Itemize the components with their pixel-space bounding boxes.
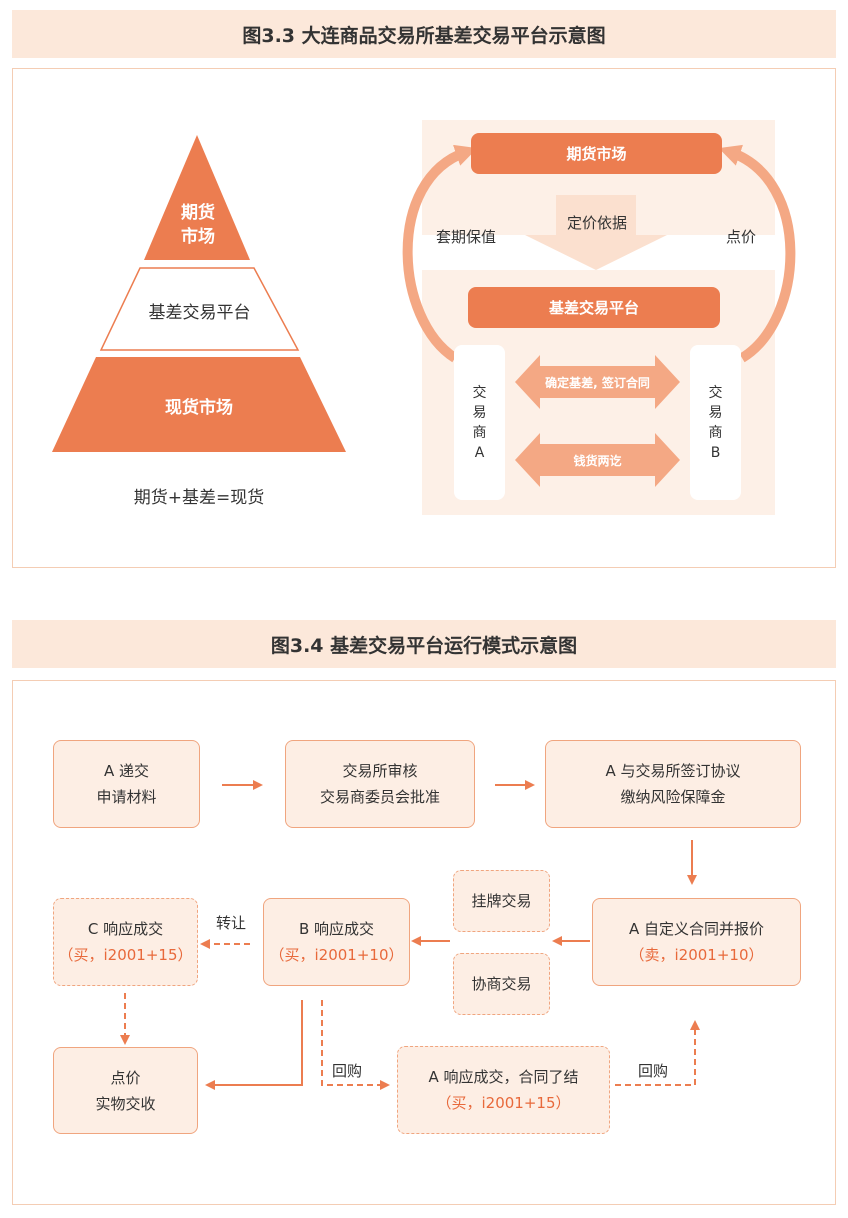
figure-3-3-title: 图3.3 大连商品交易所基差交易平台示意图 — [12, 10, 836, 58]
pricing-basis-arrow — [525, 195, 667, 270]
agreement-box: A 与交易所签订协议 缴纳风险保障金 — [545, 740, 801, 828]
pyramid-middle-label: 基差交易平台 — [148, 302, 251, 323]
b-response-line2: （买，i2001+10） — [269, 946, 404, 964]
delivery-line1: 点价 — [110, 1068, 141, 1087]
platform-bar: 基差交易平台 — [468, 287, 720, 328]
b-response-line1: B 响应成交 — [298, 920, 375, 938]
delivery-box: 点价 实物交收 — [53, 1047, 198, 1134]
trader-a-box: 交易商A — [454, 345, 505, 500]
review-line2: 交易商委员会批准 — [319, 788, 440, 806]
pyramid-formula: 期货+基差=现货 — [133, 487, 265, 508]
review-box: 交易所审核 交易商委员会批准 — [285, 740, 475, 828]
listed-trade-box: 挂牌交易 — [453, 870, 550, 932]
b-response-box: B 响应成交 （买，i2001+10） — [263, 898, 410, 986]
contract-arrow-label: 确定基差, 签订合同 — [545, 375, 650, 390]
contract-double-arrow — [515, 355, 680, 409]
submit-line2: 申请材料 — [96, 788, 157, 806]
futures-market-bar: 期货市场 — [471, 133, 722, 174]
submit-line1: A 递交 — [103, 762, 150, 780]
delivery-line2: 实物交收 — [95, 1094, 156, 1113]
settlement-double-arrow — [515, 433, 680, 487]
hedging-label: 套期保值 — [435, 227, 496, 246]
c-response-line2: （买，i2001+15） — [58, 946, 193, 964]
settlement-arrow-label: 钱货两讫 — [573, 453, 622, 468]
c-response-box: C 响应成交 （买，i2001+15） — [53, 898, 198, 986]
define-line1: A 自定义合同并报价 — [628, 920, 765, 938]
arrow-buyback-1 — [321, 1000, 390, 1090]
agreement-line2: 缴纳风险保障金 — [620, 788, 726, 806]
pricing-curve-arrow — [718, 144, 796, 363]
pyramid-top-label: 期货 市场 — [181, 203, 215, 247]
trader-b-box: 交易商B — [690, 345, 741, 500]
pricing-label: 点价 — [725, 227, 756, 246]
define-line2: （卖，i2001+10） — [629, 946, 764, 964]
submit-box: A 递交 申请材料 — [53, 740, 200, 828]
buyback-label-1: 回购 — [332, 1062, 363, 1080]
pricing-basis-label: 定价依据 — [566, 213, 627, 232]
a-response-box: A 响应成交，合同了结 （买，i2001+15） — [397, 1046, 610, 1134]
buyback-label-2: 回购 — [638, 1062, 669, 1080]
a-response-line1: A 响应成交，合同了结 — [428, 1068, 579, 1086]
negotiated-trade-box: 协商交易 — [453, 953, 550, 1015]
pyramid-bottom — [52, 357, 346, 452]
agreement-line1: A 与交易所签订协议 — [605, 762, 741, 780]
c-response-line1: C 响应成交 — [87, 920, 164, 938]
pyramid-top — [144, 135, 250, 260]
arrow-b-to-delivery — [205, 1000, 303, 1090]
define-box: A 自定义合同并报价 （卖，i2001+10） — [592, 898, 801, 986]
transfer-label: 转让 — [216, 914, 247, 932]
a-response-line2: （买，i2001+15） — [436, 1094, 571, 1112]
review-line1: 交易所审核 — [342, 762, 418, 780]
figure-3-4-title: 图3.4 基差交易平台运行模式示意图 — [12, 620, 836, 668]
pyramid-middle — [99, 267, 300, 351]
pyramid-bottom-label: 现货市场 — [165, 397, 233, 418]
hedging-curve-arrow — [402, 144, 478, 363]
arrow-buyback-2 — [615, 1020, 700, 1086]
